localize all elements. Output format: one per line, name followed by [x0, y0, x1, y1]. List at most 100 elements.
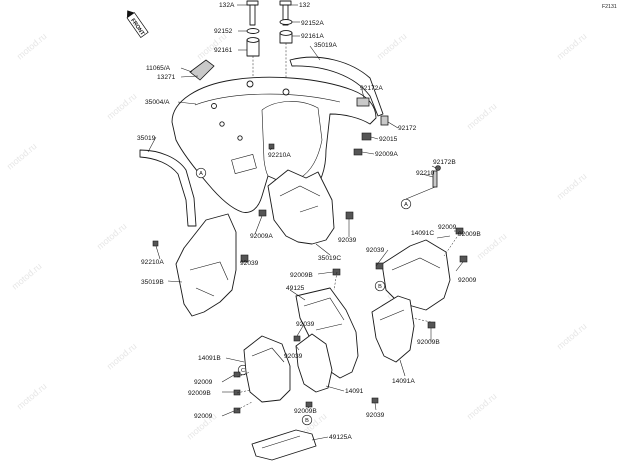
- screw-92009b-left: [233, 389, 241, 396]
- label-92009-left-lower: 92009: [194, 413, 213, 420]
- label-92015: 92015: [379, 136, 398, 143]
- screw-92039-center: [293, 335, 301, 342]
- label-92172b: 92172B: [433, 159, 456, 166]
- screw-92009b-lower-right: [427, 321, 436, 329]
- watermark-text: motod.ru: [555, 31, 589, 61]
- guard-14091c: [381, 239, 451, 311]
- bracket-11065a: [189, 59, 215, 81]
- label-92009b-right: 92009B: [458, 231, 481, 238]
- label-14091a: 14091A: [392, 378, 415, 385]
- label-92009b-left: 92009B: [188, 390, 211, 397]
- watermark-text: motod.ru: [465, 101, 499, 131]
- ref-mark-b-right: B: [374, 280, 386, 292]
- guard-14091a: [371, 295, 415, 363]
- svg-text:A: A: [404, 202, 408, 208]
- top-bolt-132: [279, 0, 292, 26]
- label-92210: 92210: [416, 170, 435, 177]
- screw-92009a-top: [353, 148, 363, 156]
- label-92210a-lower: 92210A: [141, 259, 164, 266]
- ref-mark-a-right: A: [400, 198, 412, 210]
- screw-92009b-right: [459, 255, 468, 263]
- watermark-text: motod.ru: [555, 171, 589, 201]
- label-35019c: 35019C: [318, 255, 341, 262]
- watermark-text: motod.ru: [5, 141, 39, 171]
- label-92009-left-upper: 92009: [194, 379, 213, 386]
- label-35019a: 35019A: [314, 42, 337, 49]
- svg-text:B: B: [378, 284, 382, 290]
- label-92039-upper: 92039: [366, 247, 385, 254]
- ref-mark-b-left: B: [301, 414, 313, 426]
- label-92039-center: 92039: [296, 321, 315, 328]
- screw-92039-left: [240, 254, 249, 263]
- top-bolt-132a: [246, 0, 259, 26]
- screw-92009b-bottom: [305, 401, 313, 408]
- washer-92152: [246, 28, 260, 34]
- label-92039-mid: 92039: [338, 237, 357, 244]
- label-92172: 92172: [398, 125, 417, 132]
- label-92161a: 92161A: [301, 33, 324, 40]
- watermark-text: motod.ru: [105, 341, 139, 371]
- watermark-text: motod.ru: [15, 31, 49, 61]
- label-35019: 35019: [137, 135, 156, 142]
- label-14091b: 14091B: [198, 355, 221, 362]
- label-49125a: 49125A: [329, 434, 352, 441]
- label-14091: 14091: [345, 388, 364, 395]
- watermark-text: motod.ru: [15, 381, 49, 411]
- screw-92009b-top: [332, 268, 341, 276]
- watermark-text: motod.ru: [10, 261, 44, 291]
- collar-92161a: [279, 30, 293, 44]
- svg-text:B: B: [305, 418, 309, 424]
- front-direction-badge: FRONT: [126, 10, 149, 38]
- label-92152: 92152: [214, 28, 233, 35]
- label-92009-right: 92009: [458, 277, 477, 284]
- label-11065a: 11065/A: [146, 65, 171, 72]
- pin-92210a-lower: [152, 240, 159, 247]
- watermark-text: motod.ru: [105, 91, 139, 121]
- pin-92210a-mid: [268, 143, 275, 150]
- trim-strip-35019a: [289, 56, 384, 117]
- label-14091c: 14091C: [411, 230, 434, 237]
- label-92152a: 92152A: [301, 20, 324, 27]
- watermark-text: motod.ru: [465, 391, 499, 421]
- watermark-text: motod.ru: [375, 31, 409, 61]
- leader-lines: [147, 4, 464, 441]
- nut-92015: [361, 132, 372, 141]
- label-49125: 49125: [286, 285, 305, 292]
- guard-14091b: [243, 335, 291, 403]
- label-132a: 132A: [219, 2, 235, 9]
- label-92210a-mid: 92210A: [268, 152, 291, 159]
- label-92161: 92161: [214, 47, 233, 54]
- label-92009a-mid: 92009A: [250, 233, 273, 240]
- svg-text:C: C: [241, 368, 245, 374]
- guard-14091: [295, 333, 333, 393]
- part-labels: 132A 132 92152 92152A 92161 92161A 35019…: [137, 2, 481, 441]
- label-92009b-bottom: 92009B: [294, 408, 317, 415]
- screw-92009-left-lower: [233, 407, 241, 414]
- screw-92039-bottom: [371, 397, 379, 404]
- watermark-text: motod.ru: [555, 321, 589, 351]
- ref-mark-a-left: A: [195, 167, 207, 179]
- label-92009b-lower-right: 92009B: [417, 339, 440, 346]
- lower-fender-35019b: [175, 213, 237, 317]
- label-92039-bottom: 92039: [366, 412, 385, 419]
- inner-panel-35019c: [267, 169, 335, 245]
- clip-92172a: [356, 97, 370, 107]
- label-35004a: 35004/A: [145, 99, 170, 106]
- label-92039-center-lower: 92039: [284, 353, 303, 360]
- label-92039-left: 92039: [240, 260, 259, 267]
- collar-92161: [246, 37, 260, 57]
- label-92009a-top: 92009A: [375, 151, 398, 158]
- label-13271: 13271: [157, 74, 176, 81]
- clip-92172b: [435, 165, 441, 171]
- watermark-text: motod.ru: [95, 221, 129, 251]
- screw-92009-left-upper: [233, 371, 241, 378]
- label-92009-top-right: 92009: [438, 224, 457, 231]
- label-35019b: 35019B: [141, 279, 164, 286]
- screw-92039-mid: [345, 211, 354, 220]
- side-trim-35019: [139, 149, 197, 227]
- label-92009b-top: 92009B: [290, 272, 313, 279]
- washer-92152a: [279, 19, 293, 25]
- screw-92009a-mid: [258, 209, 267, 217]
